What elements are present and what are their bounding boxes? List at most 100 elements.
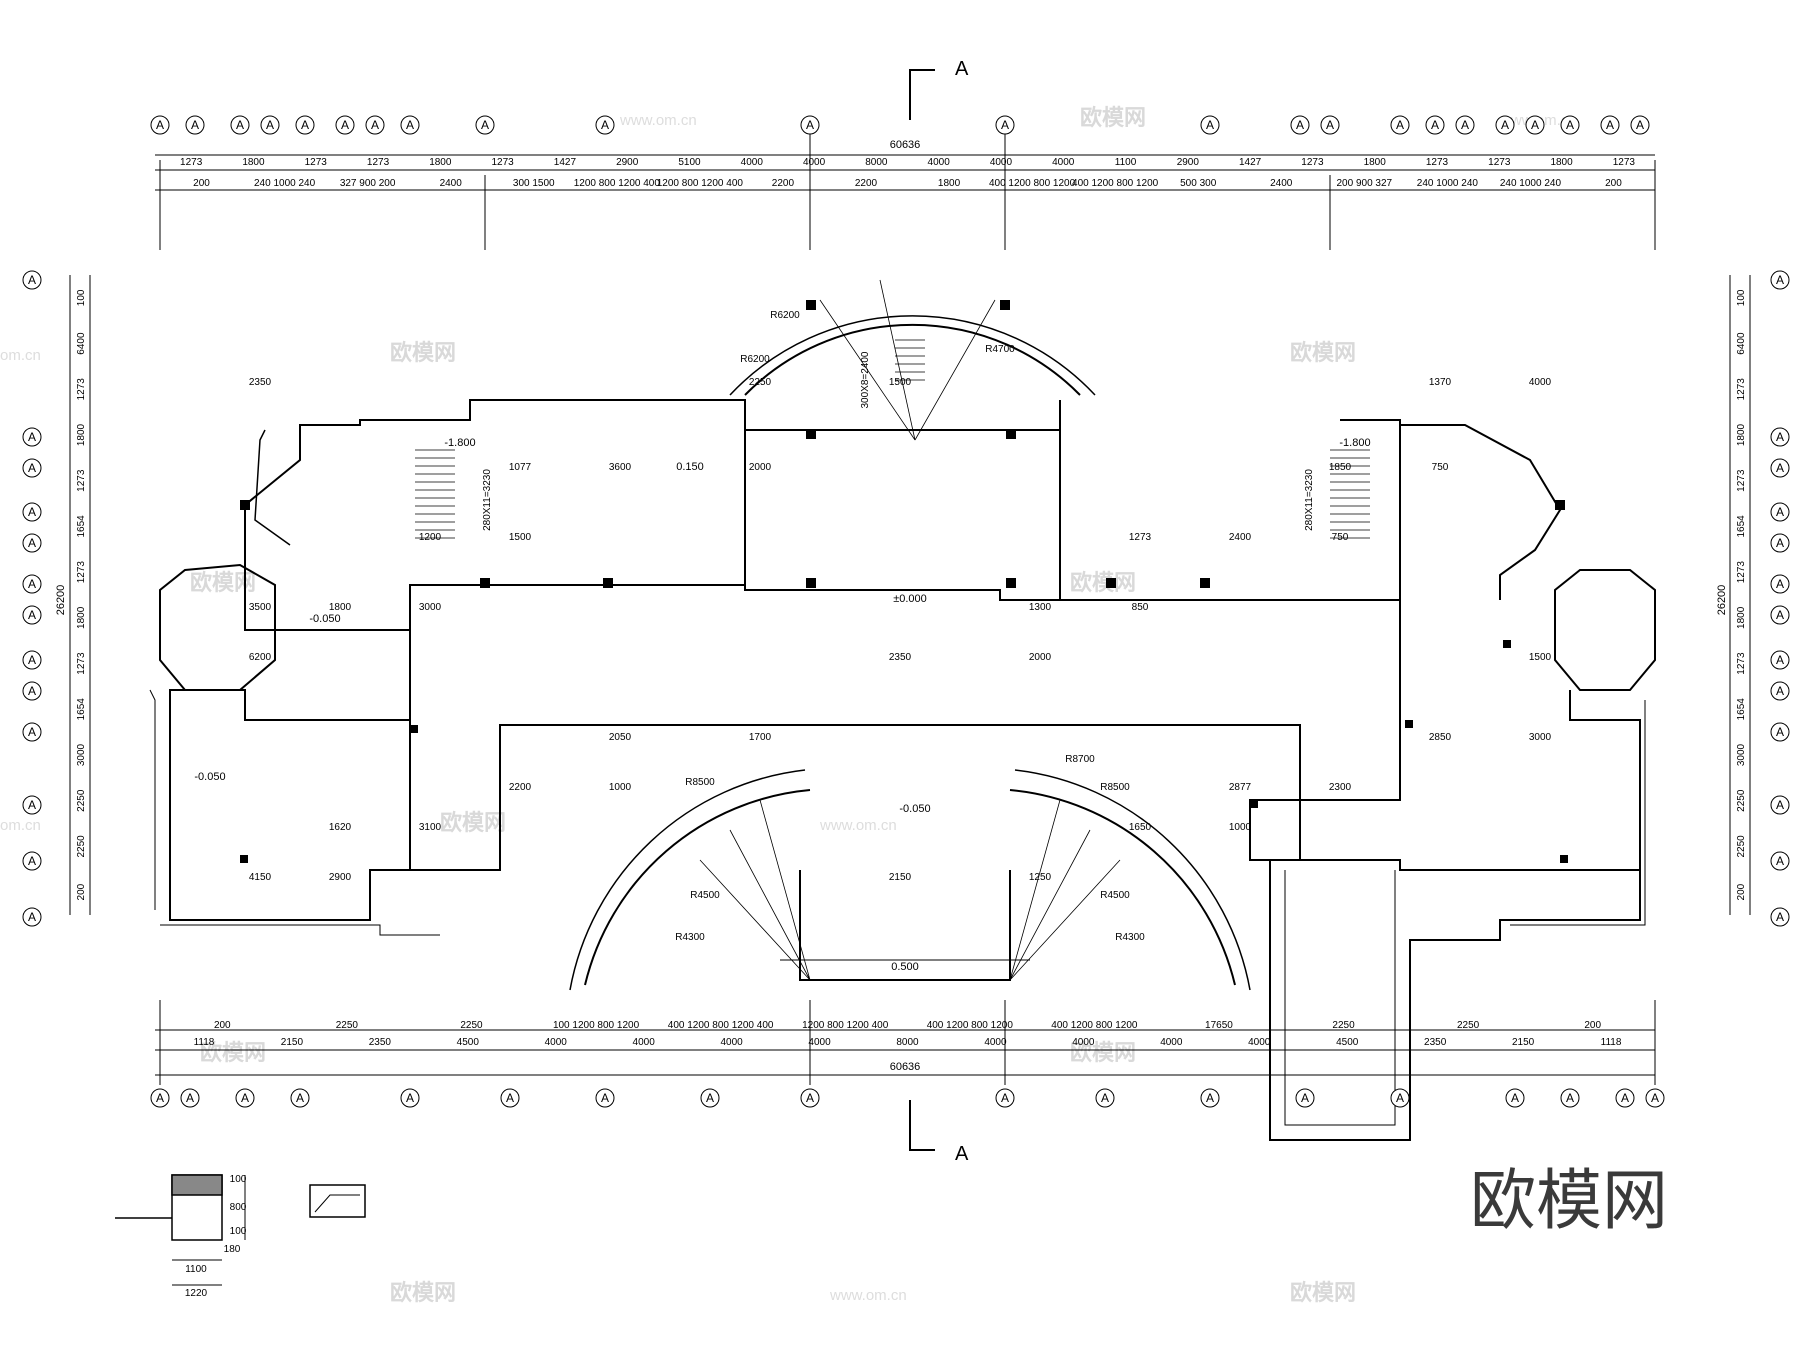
dimension-label: 2877 (1229, 782, 1252, 793)
radius-label: R4300 (1115, 932, 1145, 943)
dimension-label: 240 1000 240 (254, 178, 316, 189)
dimension-label: 4000 (1529, 377, 1552, 388)
watermark-url-top: www.om.cn (619, 112, 697, 129)
dimension-label: 1273 (1129, 532, 1152, 543)
stair-label: 280X11=3230 (1304, 469, 1315, 531)
axis-bubble-labels: A A A A A A A A A A A A A A A A A A A A … (28, 118, 1784, 1105)
dimension-label: 1500 (889, 377, 912, 388)
dimension-label: 1700 (749, 732, 772, 743)
dimension-label: 2000 (1029, 652, 1052, 663)
dimension-label: 2200 (772, 178, 795, 189)
axis-label: A (1501, 118, 1509, 132)
elevation-label: ±0.000 (893, 593, 927, 605)
dimension-label: 6400 (1736, 332, 1747, 355)
dimension-label: 1273 (1736, 652, 1747, 675)
dimension-label: 1800 (329, 602, 352, 613)
dimension-label: 300 1500 (513, 178, 555, 189)
dimension-label: 1273 (1736, 469, 1747, 492)
radius-label: R4500 (1100, 890, 1130, 901)
dimension-label: 1273 (305, 157, 328, 168)
dimension-label: 1620 (329, 822, 352, 833)
axis-bubbles (22, 115, 1790, 1108)
dimension-label: 1273 (1736, 561, 1747, 584)
axis-label: A (1101, 1091, 1109, 1105)
dimension-label: 1800 (429, 157, 452, 168)
dimension-label: 200 (76, 883, 87, 900)
dimension-label: 1273 (76, 469, 87, 492)
axis-label: A (28, 273, 36, 287)
dimension-label: 4000 (984, 1037, 1007, 1048)
watermark-edge-left: om.cn (0, 347, 41, 364)
dimension-label: 4000 (803, 157, 826, 168)
dimension-label: 1273 (1488, 157, 1511, 168)
axis-label: A (28, 430, 36, 444)
dimension-label: 1800 (76, 606, 87, 629)
axis-label: A (1206, 118, 1214, 132)
axis-label: A (1776, 461, 1784, 475)
axis-label: A (1511, 1091, 1519, 1105)
axis-label: A (1776, 608, 1784, 622)
dimension-label: 3500 (249, 602, 272, 613)
axis-label: A (1776, 430, 1784, 444)
axis-label: A (296, 1091, 304, 1105)
axis-label: A (1776, 273, 1784, 287)
dimension-label: 2000 (749, 462, 772, 473)
dimension-label: 1250 (1029, 872, 1052, 883)
axis-label: A (1396, 118, 1404, 132)
right-dimension-column: 1006400127318001273165412731800127316543… (1736, 289, 1747, 900)
axis-label: A (1001, 118, 1009, 132)
axis-label: A (28, 854, 36, 868)
radius-label: R4300 (675, 932, 705, 943)
axis-label: A (28, 608, 36, 622)
axis-label: A (481, 118, 489, 132)
dimension-label: 200 900 327 (1336, 178, 1392, 189)
dimension-label: 1273 (76, 378, 87, 401)
radius-label: R4500 (690, 890, 720, 901)
dimension-label: 1800 (76, 423, 87, 446)
dimension-label: 500 300 (1180, 178, 1217, 189)
dimension-label: 1650 (1129, 822, 1152, 833)
axis-label: A (28, 725, 36, 739)
dimension-label: 240 1000 240 (1500, 178, 1562, 189)
dimension-label: 6200 (249, 652, 272, 663)
dimension-label: 2250 (460, 1020, 483, 1031)
dimension-label: 1273 (76, 652, 87, 675)
axis-label: A (28, 461, 36, 475)
watermark-bottom: 欧模网 (1070, 1040, 1136, 1065)
dimension-label: 5100 (678, 157, 701, 168)
dimension-label: 3000 (76, 743, 87, 766)
stair-label: 280X11=3230 (482, 469, 493, 531)
axis-label: A (1301, 1091, 1309, 1105)
left-dimension-column: 1006400127318001273165412731800127316543… (76, 289, 87, 900)
section-mark-bottom: A (955, 1143, 969, 1165)
dimension-label: 3000 (1529, 732, 1552, 743)
watermark-left: 欧模网 (390, 340, 456, 365)
dimension-label: 8000 (865, 157, 888, 168)
dimension-label: 2900 (1177, 157, 1200, 168)
elevation-label: -0.050 (899, 803, 930, 815)
elevation-label: -0.050 (309, 613, 340, 625)
axis-label: A (406, 1091, 414, 1105)
axis-label: A (28, 577, 36, 591)
detail-dimension-label: 100 (230, 1174, 247, 1185)
dimension-label: 1800 (938, 178, 961, 189)
dimension-label: 1100 (1115, 157, 1137, 168)
dimension-label: 2850 (1429, 732, 1452, 743)
axis-label: A (371, 118, 379, 132)
structural-columns (240, 300, 1568, 863)
dimension-label: 4500 (1336, 1037, 1359, 1048)
axis-label: A (1776, 798, 1784, 812)
dimension-label: 2150 (281, 1037, 304, 1048)
dimension-label: 400 1200 800 1200 (989, 178, 1076, 189)
dimension-label: 1273 (1426, 157, 1449, 168)
dimension-label: 2350 (1424, 1037, 1447, 1048)
level-labels: -1.800-1.800-0.050-0.050-0.050±0.0000.15… (194, 437, 1370, 973)
dimension-label: 2400 (1229, 532, 1252, 543)
detail-dimension-label: 800 (230, 1202, 247, 1213)
axis-label: A (28, 536, 36, 550)
dimension-label: 200 (1584, 1020, 1601, 1031)
dimension-label: 6400 (76, 332, 87, 355)
dimension-label: 1273 (1613, 157, 1636, 168)
